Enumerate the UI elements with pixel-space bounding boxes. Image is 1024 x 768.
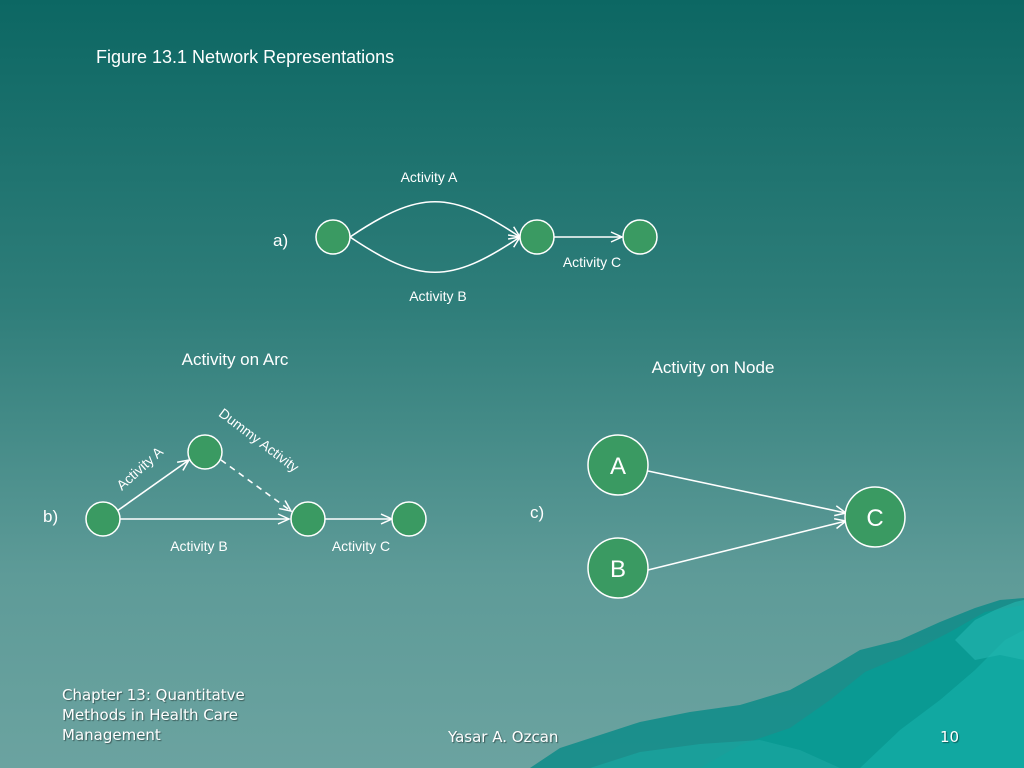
footer-chapter-line: Chapter 13: Quantitatve	[62, 686, 245, 704]
node	[315, 219, 351, 255]
edge-activity-a	[116, 458, 191, 512]
diagram-c-caption: Activity on Node	[652, 358, 775, 377]
node-a-label: A	[610, 453, 626, 480]
node-c-label: C	[866, 505, 883, 532]
node	[187, 434, 223, 470]
edge-label-activity-b: Activity B	[170, 538, 228, 554]
page-number: 10	[940, 728, 960, 746]
diagram-a-label: a)	[273, 231, 288, 250]
node-b	[587, 537, 649, 599]
diagram-b: Activity on Arc b) Activity A Dummy Acti…	[43, 350, 427, 554]
edge-label-activity-b: Activity B	[409, 288, 467, 304]
diagram-b-label: b)	[43, 507, 58, 526]
edge-label-activity-c: Activity C	[332, 538, 390, 554]
edge-label-dummy-activity: Dummy Activity	[216, 405, 302, 475]
node-a	[587, 434, 649, 496]
diagram-c-label: c)	[530, 503, 544, 522]
footer-chapter-line: Management	[62, 726, 161, 744]
node	[290, 501, 326, 537]
edge-a-to-c	[647, 470, 848, 517]
node	[391, 501, 427, 537]
edge-activity-a	[349, 201, 522, 239]
edge-activity-b	[349, 235, 522, 273]
footer-author: Yasar A. Ozcan	[448, 728, 559, 746]
edge-label-activity-c: Activity C	[563, 254, 621, 270]
node	[622, 219, 658, 255]
node	[519, 219, 555, 255]
edge-dummy-activity	[220, 459, 293, 513]
mountain-decoration	[530, 598, 1024, 768]
edge-b-to-c	[647, 518, 848, 571]
footer-chapter: Chapter 13: Quantitatve Methods in Healt…	[62, 685, 302, 745]
node	[85, 501, 121, 537]
diagram-c: Activity on Node c) A B C	[530, 358, 906, 599]
node-b-label: B	[610, 556, 626, 583]
diagram-b-caption: Activity on Arc	[182, 350, 289, 369]
edge-label-activity-a: Activity A	[113, 443, 166, 493]
diagram-a: a) Activity A Activity B Activity C	[273, 169, 658, 304]
slide-title: Figure 13.1 Network Representations	[96, 47, 394, 67]
edge-label-activity-a: Activity A	[401, 169, 458, 185]
node-c	[844, 486, 906, 548]
footer-chapter-line: Methods in Health Care	[62, 706, 239, 724]
